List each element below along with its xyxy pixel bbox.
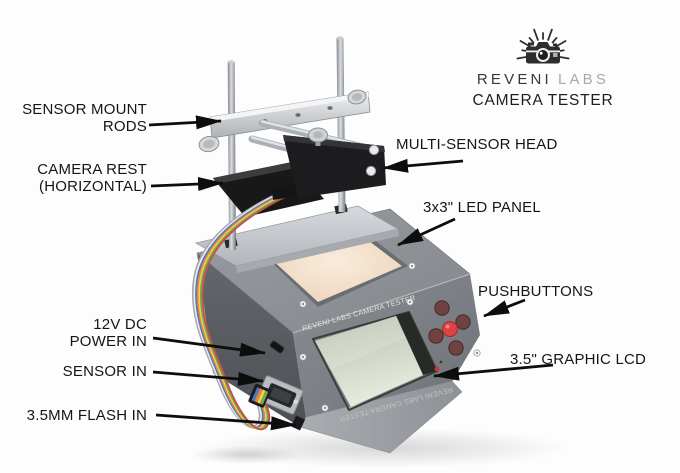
ribbon-cable xyxy=(191,189,294,431)
status-led-2 xyxy=(439,360,443,364)
head-rod-end-cap-bottom xyxy=(365,165,377,177)
callout-flash-in: 3.5MM FLASH IN xyxy=(26,407,147,424)
arrow-sensor-in xyxy=(152,370,264,386)
arrow-led-panel xyxy=(397,217,456,247)
brand-name-secondary: LABS xyxy=(557,71,610,88)
graphic-lcd xyxy=(311,310,439,412)
pushbutton-down xyxy=(448,340,464,356)
right-rod-cap xyxy=(336,36,344,40)
pushbutton-left xyxy=(428,328,444,344)
crossbar xyxy=(209,91,371,139)
callout-line: CAMERA REST xyxy=(37,161,147,178)
sensor-in-connector xyxy=(248,375,304,415)
arrow-multi-sensor-head xyxy=(382,158,464,173)
callout-line: RODS xyxy=(102,118,147,135)
multi-sensor-head xyxy=(283,135,386,198)
callout-pushbuttons: PUSHBUTTONS xyxy=(478,283,594,300)
pushbutton-center-highlight xyxy=(445,324,450,329)
callout-multi-sensor-head: MULTI-SENSOR HEAD xyxy=(396,136,558,153)
callout-camera-rest: CAMERA REST (HORIZONTAL) xyxy=(18,161,147,195)
lcd-dark-band xyxy=(396,312,437,375)
annotation-arrows xyxy=(148,115,554,431)
arrow-camera-rest xyxy=(150,177,224,192)
power-jack xyxy=(269,340,285,354)
callout-led-panel: 3x3" LED PANEL xyxy=(423,199,541,216)
device-ridge-highlight xyxy=(292,273,471,334)
pushbutton-center xyxy=(442,321,458,337)
right-thumbscrew xyxy=(347,89,367,105)
pushbuttons-cluster xyxy=(428,300,471,356)
brand-name-primary: REVENI xyxy=(476,71,552,88)
lcd-active-area xyxy=(315,316,423,407)
callout-sensor-mount-rods: SENSOR MOUNT RODS xyxy=(18,101,147,135)
head-rod-end-cap-top xyxy=(368,144,380,156)
callout-line: SENSOR MOUNT xyxy=(22,101,147,118)
slope-face-screws xyxy=(299,298,481,412)
left-rod-cap xyxy=(227,60,235,64)
callout-line: POWER IN xyxy=(69,333,147,350)
arrow-sensor-mount-rods xyxy=(148,115,222,130)
pushbutton-up xyxy=(434,300,450,316)
camera-with-rays-icon xyxy=(516,28,570,64)
cable-shadow xyxy=(190,446,300,464)
cable-boot xyxy=(271,184,297,200)
lcd-glare xyxy=(315,316,405,370)
left-thumbscrew xyxy=(198,135,220,153)
callout-sensor-in: SENSOR IN xyxy=(62,363,147,380)
callout-graphic-lcd: 3.5" GRAPHIC LCD xyxy=(510,351,647,368)
callout-power-in: 12V DC POWER IN xyxy=(18,316,147,350)
arrow-graphic-lcd xyxy=(433,363,554,381)
brand-logo: REVENI LABS CAMERA TESTER xyxy=(438,10,648,110)
brand-name: REVENI LABS xyxy=(438,71,648,88)
cable-clamp xyxy=(248,383,271,408)
arrow-flash-in xyxy=(155,413,297,431)
status-led xyxy=(434,366,440,372)
callout-line: 12V DC xyxy=(93,316,147,333)
callout-line: (HORIZONTAL) xyxy=(39,178,147,195)
head-thumbscrew-knob xyxy=(308,127,328,146)
arrow-power-in xyxy=(152,336,266,357)
arrow-pushbuttons xyxy=(483,298,526,318)
pushbutton-right xyxy=(455,314,471,330)
product-name: CAMERA TESTER xyxy=(472,92,614,109)
